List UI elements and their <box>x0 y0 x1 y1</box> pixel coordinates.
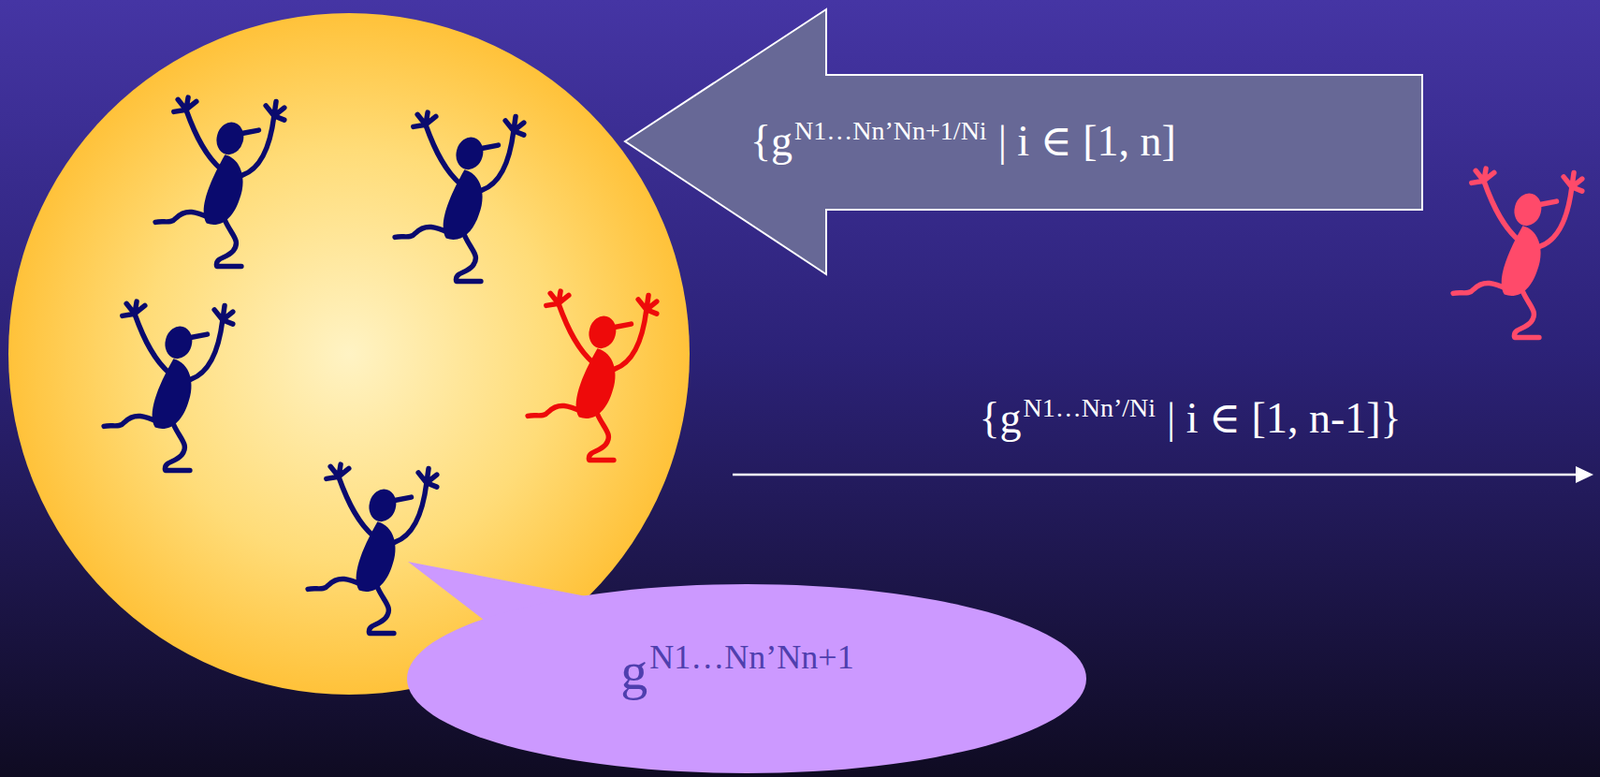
member-figure <box>103 301 233 470</box>
new-member-figure <box>527 290 657 460</box>
message-line <box>732 473 1580 477</box>
formula-text: g <box>620 640 648 701</box>
formula-text: {g <box>978 394 1021 443</box>
formula-text: | i ∈ [1, n] <box>998 117 1177 166</box>
arrow-shape <box>625 9 1423 275</box>
exponent-text: N1…Nn’Nn+1 <box>649 639 854 677</box>
arrow-head <box>1575 465 1594 483</box>
text-group: gN1…Nn’Nn+1 <box>620 640 854 701</box>
shape-outline <box>407 583 1087 773</box>
exponent-text: N1…Nn’Nn+1/Ni <box>794 116 988 146</box>
exponent-text: N1…Nn’/Ni <box>1022 393 1156 423</box>
text-group: {gN1…Nn’Nn+1/Ni | i ∈ [1, n] <box>750 117 1177 166</box>
bubble-shape <box>407 583 1087 773</box>
member-figure <box>307 464 437 633</box>
member-figure <box>394 112 524 281</box>
formula-text: | i ∈ [1, n-1]} <box>1166 394 1402 443</box>
member-figure <box>155 97 285 266</box>
formula-text: {g <box>750 117 793 166</box>
joining-figure <box>1453 168 1583 337</box>
message-label: {gN1…Nn’/Ni | i ∈ [1, n-1]} <box>978 394 1401 443</box>
group-circle <box>8 13 690 695</box>
speech-bubble: gN1…Nn’Nn+1 <box>407 583 1087 773</box>
message-arrow: {gN1…Nn’Nn+1/Ni | i ∈ [1, n] <box>624 8 1424 276</box>
